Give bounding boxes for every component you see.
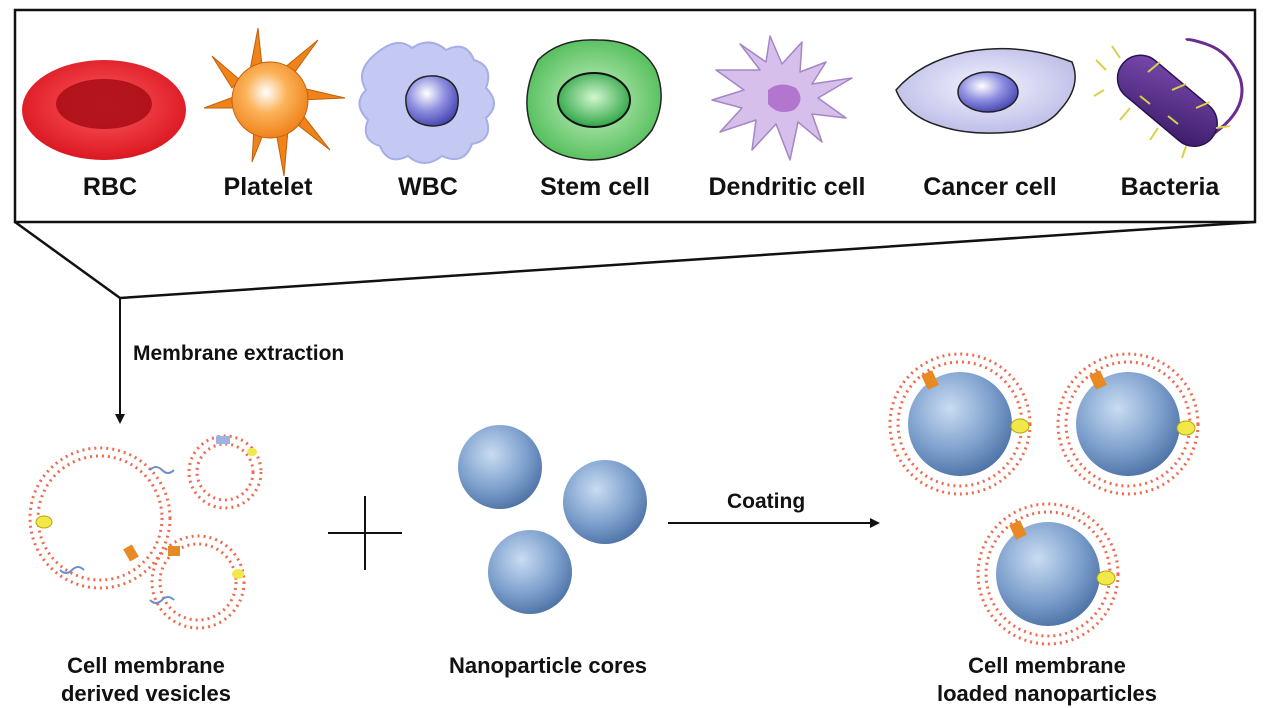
nanoparticle-core xyxy=(488,530,572,614)
coating-arrow xyxy=(668,518,880,528)
cell-label-dendritic-cell: Dendritic cell xyxy=(708,173,866,201)
loaded-nanoparticles-label: Cell membrane loaded nanoparticles xyxy=(937,652,1157,708)
cell-label-bacteria: Bacteria xyxy=(1120,173,1220,201)
nanoparticle-core xyxy=(563,460,647,544)
cell-label-rbc: RBC xyxy=(82,173,138,201)
cell-label-stem-cell: Stem cell xyxy=(540,173,650,201)
cores-label: Nanoparticle cores xyxy=(449,652,647,680)
vesicle-small-top xyxy=(187,434,263,510)
stem-cell-icon xyxy=(526,39,662,161)
nanoparticle-cores xyxy=(458,425,647,614)
coated-nanoparticle xyxy=(976,502,1120,646)
bacteria-icon xyxy=(1093,38,1244,159)
white-blood-cell-icon xyxy=(358,41,495,164)
vesicles-label: Cell membrane derived vesicles xyxy=(61,652,231,708)
coated-nanoparticle xyxy=(1056,352,1200,496)
cores-label-line1: Nanoparticle cores xyxy=(448,653,648,678)
vesicles-label-line1: Cell membrane xyxy=(67,653,225,678)
loaded-label-line2: loaded nanoparticles xyxy=(936,681,1158,706)
loaded-label-line1: Cell membrane xyxy=(968,653,1126,678)
red-blood-cell-icon xyxy=(22,60,186,160)
membrane-vesicles xyxy=(28,434,263,630)
coating-label: Coating xyxy=(727,490,806,513)
dendritic-cell-icon xyxy=(711,35,853,161)
cancer-cell-icon xyxy=(895,47,1076,134)
cell-label-platelet: Platelet xyxy=(223,173,313,201)
vesicle-large xyxy=(28,446,175,590)
cell-label-wbc: WBC xyxy=(398,173,458,201)
platelet-icon xyxy=(203,27,346,177)
plus-icon xyxy=(328,496,402,570)
extraction-arrow xyxy=(115,298,125,424)
cell-types-frame xyxy=(13,8,1257,224)
nanoparticle-core xyxy=(458,425,542,509)
cell-label-cancer-cell: Cancer cell xyxy=(923,173,1057,201)
coated-nanoparticles xyxy=(888,352,1200,646)
membrane-extraction-label: Membrane extraction xyxy=(133,342,345,365)
vesicles-label-line2: derived vesicles xyxy=(60,681,232,706)
vesicle-small-bottom xyxy=(149,534,246,630)
zoom-callout-lines xyxy=(14,220,1256,300)
coated-nanoparticle xyxy=(888,352,1032,496)
